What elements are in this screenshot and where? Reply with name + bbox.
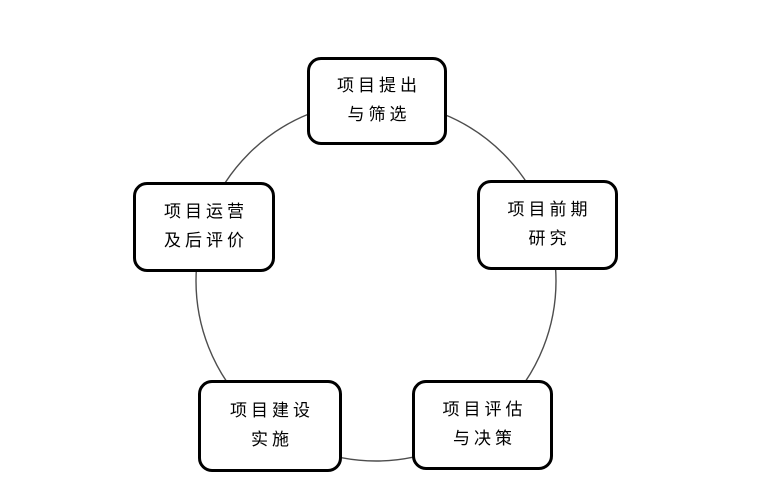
node-proposal-screening: 项目提出 与筛选 [307, 57, 447, 145]
node-preliminary-research: 项目前期 研究 [477, 180, 618, 270]
node-label-line: 项目评估 [442, 400, 527, 420]
node-operation-review: 项目运营 及后评价 [133, 182, 275, 272]
node-label-line: 与决策 [453, 429, 516, 449]
node-label-line: 项目提出 [337, 76, 421, 96]
node-label-line: 实施 [251, 430, 293, 450]
node-label-line: 研究 [528, 229, 571, 249]
node-label-line: 项目建设 [230, 401, 314, 421]
node-label-line: 项目运营 [164, 202, 248, 222]
node-evaluation-decision: 项目评估 与决策 [412, 380, 553, 470]
node-label-line: 与筛选 [347, 105, 411, 125]
node-label-line: 项目前期 [507, 200, 592, 220]
node-label-line: 及后评价 [164, 231, 248, 251]
node-construction: 项目建设 实施 [198, 380, 342, 472]
